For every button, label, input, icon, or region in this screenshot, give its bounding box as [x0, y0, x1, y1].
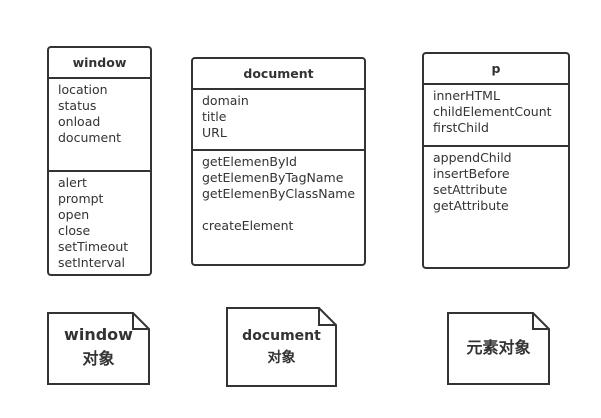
attributes: domain title URL — [193, 90, 364, 149]
attribute: URL — [202, 125, 227, 140]
methods: getElemenById getElemenByTagName getElem… — [193, 149, 364, 234]
method — [202, 202, 364, 218]
attributes: innerHTML childElementCount firstChild — [424, 85, 568, 145]
attribute: innerHTML — [433, 88, 500, 103]
note-shape-icon — [447, 312, 550, 385]
attribute: status — [58, 98, 97, 113]
note-text: document — [242, 328, 321, 344]
method: getElemenById — [202, 154, 297, 169]
method: close — [58, 223, 91, 238]
note-text: 对象 — [82, 349, 115, 368]
attribute: title — [202, 109, 227, 124]
note-window: window 对象 — [47, 312, 150, 385]
method: setTimeout — [58, 239, 129, 254]
class-document: document domain title URL getElemenById … — [191, 57, 366, 266]
class-window: window location status onload document a… — [47, 46, 152, 276]
note-document: document 对象 — [226, 307, 337, 387]
method: getElemenByTagName — [202, 170, 344, 185]
note-text: 对象 — [267, 350, 296, 366]
method: insertBefore — [433, 166, 510, 181]
method: setAttribute — [433, 182, 508, 197]
class-title: document — [193, 59, 364, 90]
method: createElement — [202, 218, 294, 233]
attribute: document — [58, 130, 122, 145]
attribute: location — [58, 82, 108, 97]
method: appendChild — [433, 150, 512, 165]
note-shape-icon — [47, 312, 150, 385]
class-title: window — [49, 48, 150, 79]
note-text: 元素对象 — [466, 338, 531, 357]
methods: appendChild insertBefore setAttribute ge… — [424, 145, 568, 214]
attribute: onload — [58, 114, 101, 129]
note-element: 元素对象 — [447, 312, 550, 385]
attribute: domain — [202, 93, 249, 108]
methods: alert prompt open close setTimeout setIn… — [49, 170, 150, 271]
attribute: childElementCount — [433, 104, 552, 119]
method: setInterval — [58, 255, 125, 270]
attributes: location status onload document — [49, 79, 150, 170]
class-p: p innerHTML childElementCount firstChild… — [422, 52, 570, 269]
note-text: window — [64, 325, 133, 344]
method: open — [58, 207, 90, 222]
method: alert — [58, 175, 87, 190]
note-shape-icon — [226, 307, 337, 387]
method: getElemenByClassName — [202, 186, 356, 201]
class-title: p — [424, 54, 568, 85]
attribute: firstChild — [433, 120, 489, 135]
method: getAttribute — [433, 198, 509, 213]
method: prompt — [58, 191, 104, 206]
